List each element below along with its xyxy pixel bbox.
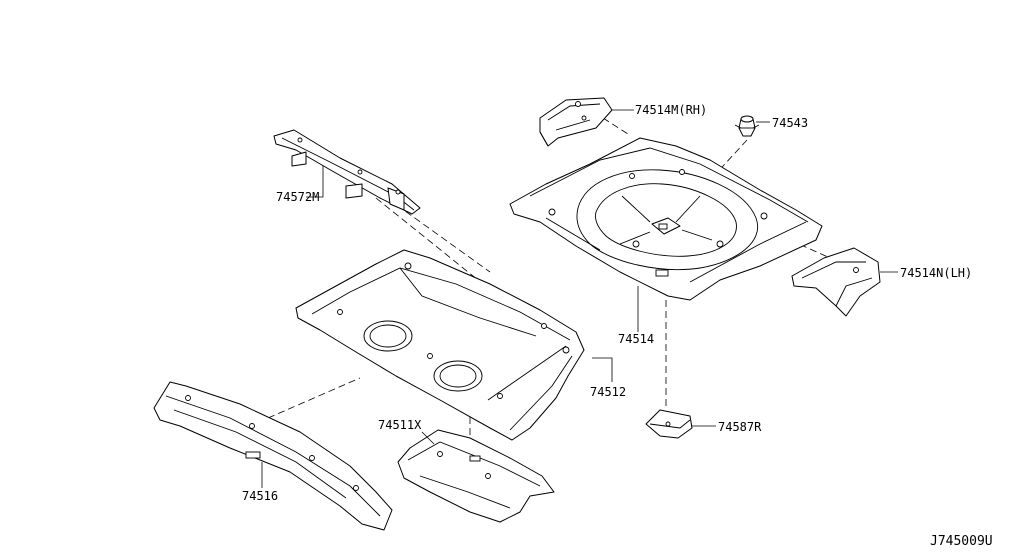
label-74572m: 74572M: [276, 190, 319, 204]
part-74514m-rh-bracket: [539, 97, 613, 147]
alignment-lines: [267, 117, 831, 440]
part-74511x-rear-member: [397, 429, 555, 523]
part-74512-center-floor: [295, 249, 585, 441]
label-74511x: 74511X: [378, 418, 422, 432]
part-74514-rear-floor: [509, 137, 823, 301]
leader-lines: [261, 109, 898, 488]
part-74587r-bracket: [645, 409, 693, 439]
part-74516-crossmember: [153, 381, 393, 531]
part-74514n-lh-bracket: [791, 247, 881, 317]
label-74514: 74514: [618, 332, 654, 346]
label-74587r: 74587R: [718, 420, 762, 434]
diagram-reference-code: J745009U: [930, 534, 993, 549]
label-74514m-rh: 74514M(RH): [635, 103, 707, 117]
part-74572m-crossmember: [273, 129, 421, 215]
label-74543: 74543: [772, 116, 808, 130]
part-labels: 74514M(RH) 74543 74572M 74514N(LH) 74514…: [242, 103, 972, 503]
label-74512: 74512: [590, 385, 626, 399]
part-74543-clip: [734, 115, 760, 137]
label-74514n-lh: 74514N(LH): [900, 266, 972, 280]
label-74516: 74516: [242, 489, 278, 503]
